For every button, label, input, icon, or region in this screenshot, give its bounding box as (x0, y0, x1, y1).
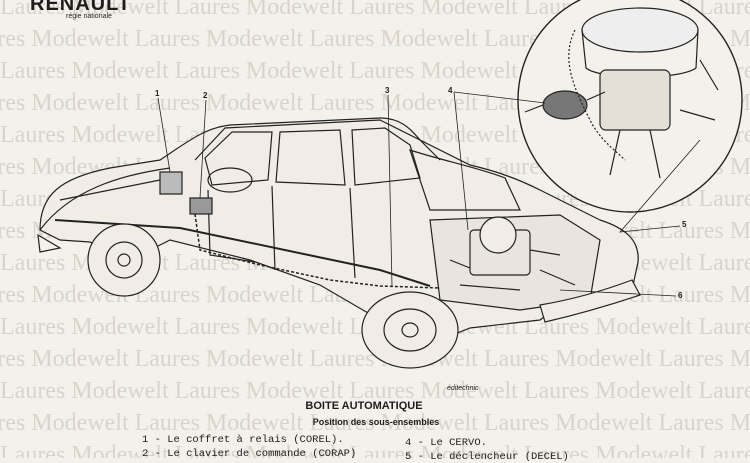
backlight (409, 149, 521, 211)
air-filter (479, 216, 517, 254)
legend-item-1: 1 - Le coffret à relais (COREL). (142, 434, 344, 446)
inset-cervo (542, 90, 588, 120)
rear-hub (383, 308, 437, 352)
leader-6 (559, 289, 677, 297)
legend-item-2: 2 - Le clavier de commande (CORAP) (142, 448, 356, 460)
legend-number: 5 (405, 451, 412, 463)
engine-detail (449, 249, 576, 291)
legend-text: - Le coffret à relais (COREL). (154, 434, 344, 446)
door-line-back (349, 187, 356, 279)
wiring-harness (194, 213, 441, 289)
legend-item-4: 4 - Le CERVO. (405, 437, 487, 449)
inset-air-filter (581, 7, 699, 53)
legend-number: 4 (405, 437, 412, 449)
leader-4b (453, 91, 546, 104)
hood-ridge (59, 179, 161, 201)
front-bumper (37, 233, 62, 253)
front-wheel (87, 223, 161, 297)
door-line-rear (271, 185, 276, 271)
front-window (204, 131, 273, 186)
callout-3: 3 (385, 86, 390, 95)
front-hub (105, 241, 143, 279)
legend-number: 1 (142, 434, 149, 446)
hood-line (39, 167, 171, 231)
steering-wheel (207, 167, 253, 193)
legend-text: - Le CERVO. (417, 437, 487, 449)
leader-1 (157, 97, 171, 173)
caption-subtitle: Position des sous-ensembles (312, 417, 440, 427)
roof-line (194, 119, 441, 161)
rear-bumper (539, 279, 641, 323)
leader-4 (453, 91, 469, 231)
callout-6: 6 (678, 291, 683, 300)
watermark-row: Laures Modewelt Laures Modewelt Laures M… (0, 442, 750, 458)
legend-text: - Le déclencheur (DECEL) (417, 451, 569, 463)
rear-door-window (275, 129, 346, 186)
brand-subtitle: régie nationale (66, 13, 112, 20)
illustration-credit: éditechnic (447, 385, 479, 392)
inset-carburettor (599, 69, 671, 131)
callout-5: 5 (682, 220, 687, 229)
legend-text: - Le clavier de commande (CORAP) (154, 448, 357, 460)
watermark-row: Laures Modewelt Laures Modewelt Laures M… (0, 410, 750, 436)
control-keyboard (189, 197, 213, 215)
caption-title: BOITE AUTOMATIQUE (305, 400, 423, 412)
relay-box (159, 171, 183, 195)
brand-logo: RENAULT (30, 0, 132, 15)
legend-item-5: 5 - Le déclencheur (DECEL) (405, 451, 569, 463)
leader-3 (387, 94, 393, 287)
leader-5 (619, 139, 701, 233)
legend-number: 2 (142, 448, 149, 460)
rear-wheel (361, 291, 459, 369)
callout-2: 2 (203, 91, 208, 100)
inset-cable (568, 29, 626, 161)
callout-4: 4 (448, 86, 453, 95)
callout-1: 1 (155, 89, 160, 98)
leader-2 (199, 99, 207, 199)
watermark-row: Laures Modewelt Laures Modewelt Laures M… (0, 378, 750, 404)
rear-window (351, 127, 421, 186)
